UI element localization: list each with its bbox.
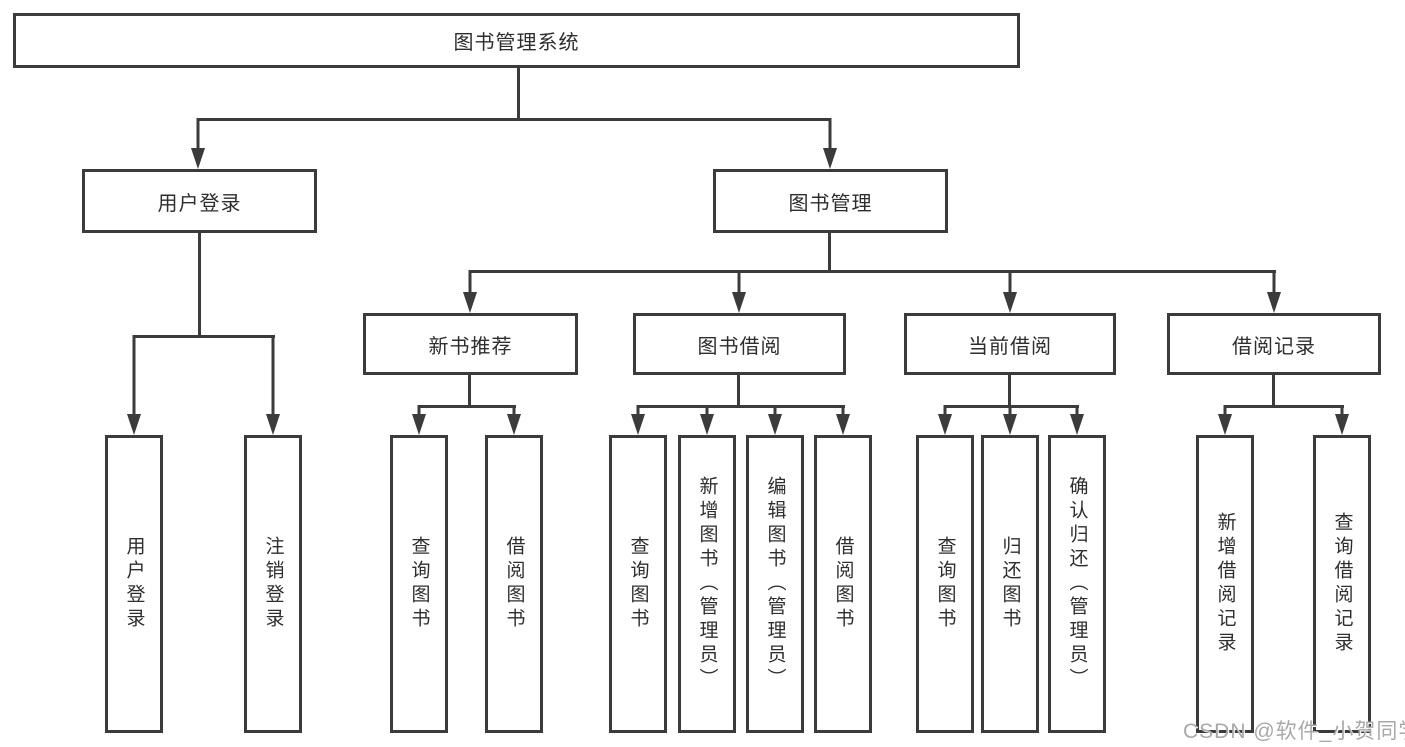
connector-book-management-drop [828,233,831,272]
node-label: 图书借阅 [697,335,782,358]
node-label: 借阅记录 [1232,335,1316,358]
connector-book-borrowing-drop [737,375,740,407]
node-label: 图书管理 [788,192,873,215]
leaf-label: 注销登录 [262,536,284,632]
arrow-down [823,118,837,169]
leaf-label: 查询图书 [627,536,649,632]
leaf-label: 新增图书（管理员） [696,476,718,692]
connector-new-book-drop [468,375,471,407]
arrow-down [631,405,645,435]
connector-current-borrowing-rail [945,405,1079,408]
leaf-label: 编辑图书（管理员） [764,476,786,692]
connector-new-book-rail [419,405,516,408]
arrow-down [1070,405,1084,435]
arrow-down [1267,270,1281,313]
node-borrowing-records: 借阅记录 [1167,313,1381,375]
leaf-query-books-current: 查询图书 [916,435,974,733]
arrow-down [1003,405,1017,435]
leaf-label: 用户登录 [123,536,145,632]
leaf-confirm-return-admin: 确认归还（管理员） [1048,435,1106,733]
connector-root-drop [517,68,520,120]
arrow-down [1003,270,1017,313]
leaf-borrow-books-recommend: 借阅图书 [485,435,543,733]
leaf-label: 查询图书 [408,536,430,632]
node-current-borrowing: 当前借阅 [904,313,1116,375]
leaf-query-borrow-record: 查询借阅记录 [1313,435,1371,733]
connector-user-login-rail [134,335,275,338]
leaf-return-books: 归还图书 [981,435,1039,733]
leaf-label: 确认归还（管理员） [1066,476,1088,692]
watermark: CSDN @软件_小贺同学 [1183,720,1405,743]
connector-borrowing-records-rail [1225,405,1344,408]
leaf-label: 查询借阅记录 [1331,512,1353,656]
connector-level3-rail [470,270,1276,273]
arrow-down [836,405,850,435]
leaf-borrow-books: 借阅图书 [814,435,872,733]
node-library-system: 图书管理系统 [13,13,1020,68]
arrow-down [1335,405,1349,435]
arrow-down [127,335,141,435]
arrow-down [507,405,521,435]
leaf-add-books-admin: 新增图书（管理员） [678,435,736,733]
node-label: 用户登录 [157,192,242,215]
connector-current-borrowing-drop [1008,375,1011,407]
leaf-label: 归还图书 [999,536,1021,632]
leaf-edit-books-admin: 编辑图书（管理员） [746,435,804,733]
node-label: 新书推荐 [428,335,513,358]
leaf-add-borrow-record: 新增借阅记录 [1196,435,1254,733]
leaf-label: 新增借阅记录 [1214,512,1236,656]
node-label: 当前借阅 [968,335,1052,358]
node-book-management: 图书管理 [713,169,948,233]
node-user-login: 用户登录 [82,169,317,233]
arrow-down [266,335,280,435]
leaf-label: 借阅图书 [832,536,854,632]
leaf-query-books-recommend: 查询图书 [390,435,448,733]
node-new-book-recommend: 新书推荐 [363,313,578,375]
leaf-label: 借阅图书 [503,536,525,632]
leaf-label: 查询图书 [934,536,956,632]
connector-user-login-drop [198,233,201,337]
leaf-user-login: 用户登录 [105,435,163,733]
leaf-logout: 注销登录 [244,435,302,733]
arrow-down [463,270,477,313]
arrow-down [938,405,952,435]
connector-borrowing-records-drop [1272,375,1275,407]
arrow-down [191,118,205,169]
arrow-down [732,270,746,313]
arrow-down [1218,405,1232,435]
arrow-down [768,405,782,435]
leaf-query-books-borrowing: 查询图书 [609,435,667,733]
node-label: 图书管理系统 [453,32,580,54]
connector-book-borrowing-rail [638,405,845,408]
connector-level1-rail [198,118,831,121]
node-book-borrowing: 图书借阅 [633,313,846,375]
arrow-down [412,405,426,435]
arrow-down [700,405,714,435]
